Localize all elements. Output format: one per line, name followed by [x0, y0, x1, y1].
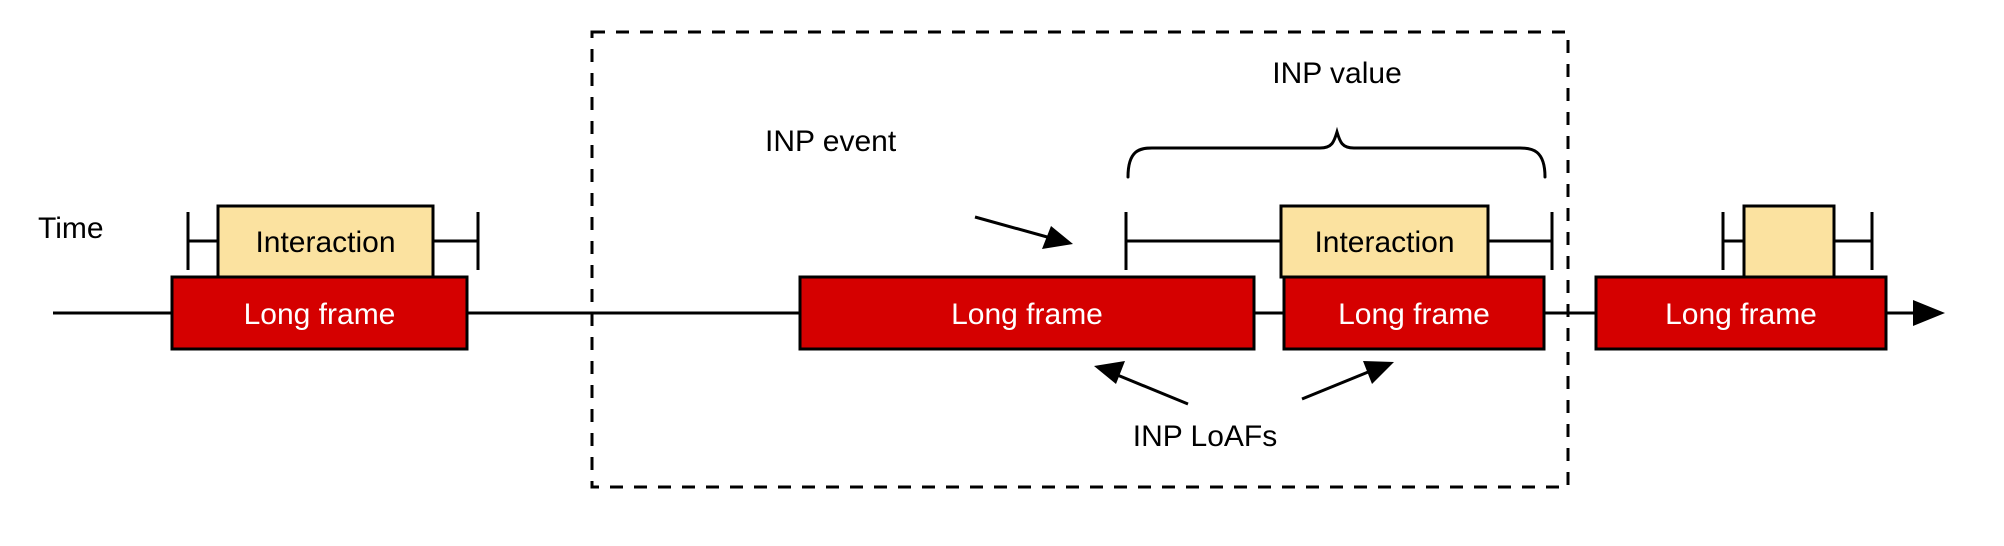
inp-loafs-pointer-left — [1094, 361, 1189, 406]
inp-loafs-label: INP LoAFs — [1133, 420, 1278, 453]
inp-event-pointer — [974, 215, 1073, 249]
interaction-box-2-label: Interaction — [1314, 226, 1454, 259]
long-frame-4-label: Long frame — [1665, 298, 1817, 331]
timeline-arrowhead — [1913, 300, 1945, 326]
long-frame-1-label: Long frame — [244, 298, 396, 331]
interaction-box-1-label: Interaction — [255, 226, 395, 259]
interaction-2-bracket — [1124, 212, 1554, 270]
long-frame-2-label: Long frame — [951, 298, 1103, 331]
interaction-box-3 — [1742, 204, 1836, 279]
long-frame-4 — [1594, 275, 1888, 351]
interaction-1-bracket — [186, 212, 480, 270]
inp-value-label: INP value — [1272, 57, 1402, 90]
inp-value-brace — [1126, 126, 1547, 179]
inp-window-dashed-box — [590, 30, 1570, 489]
long-frame-3 — [1282, 275, 1546, 351]
long-frame-2 — [798, 275, 1256, 351]
time-axis-label: Time — [38, 212, 104, 245]
inp-loafs-pointer-right — [1301, 361, 1394, 401]
inp-event-label: INP event — [765, 125, 897, 158]
interaction-3-bracket — [1721, 212, 1874, 270]
interaction-box-2 — [1279, 204, 1490, 279]
long-frame-3-label: Long frame — [1338, 298, 1490, 331]
long-frame-1 — [170, 275, 469, 351]
